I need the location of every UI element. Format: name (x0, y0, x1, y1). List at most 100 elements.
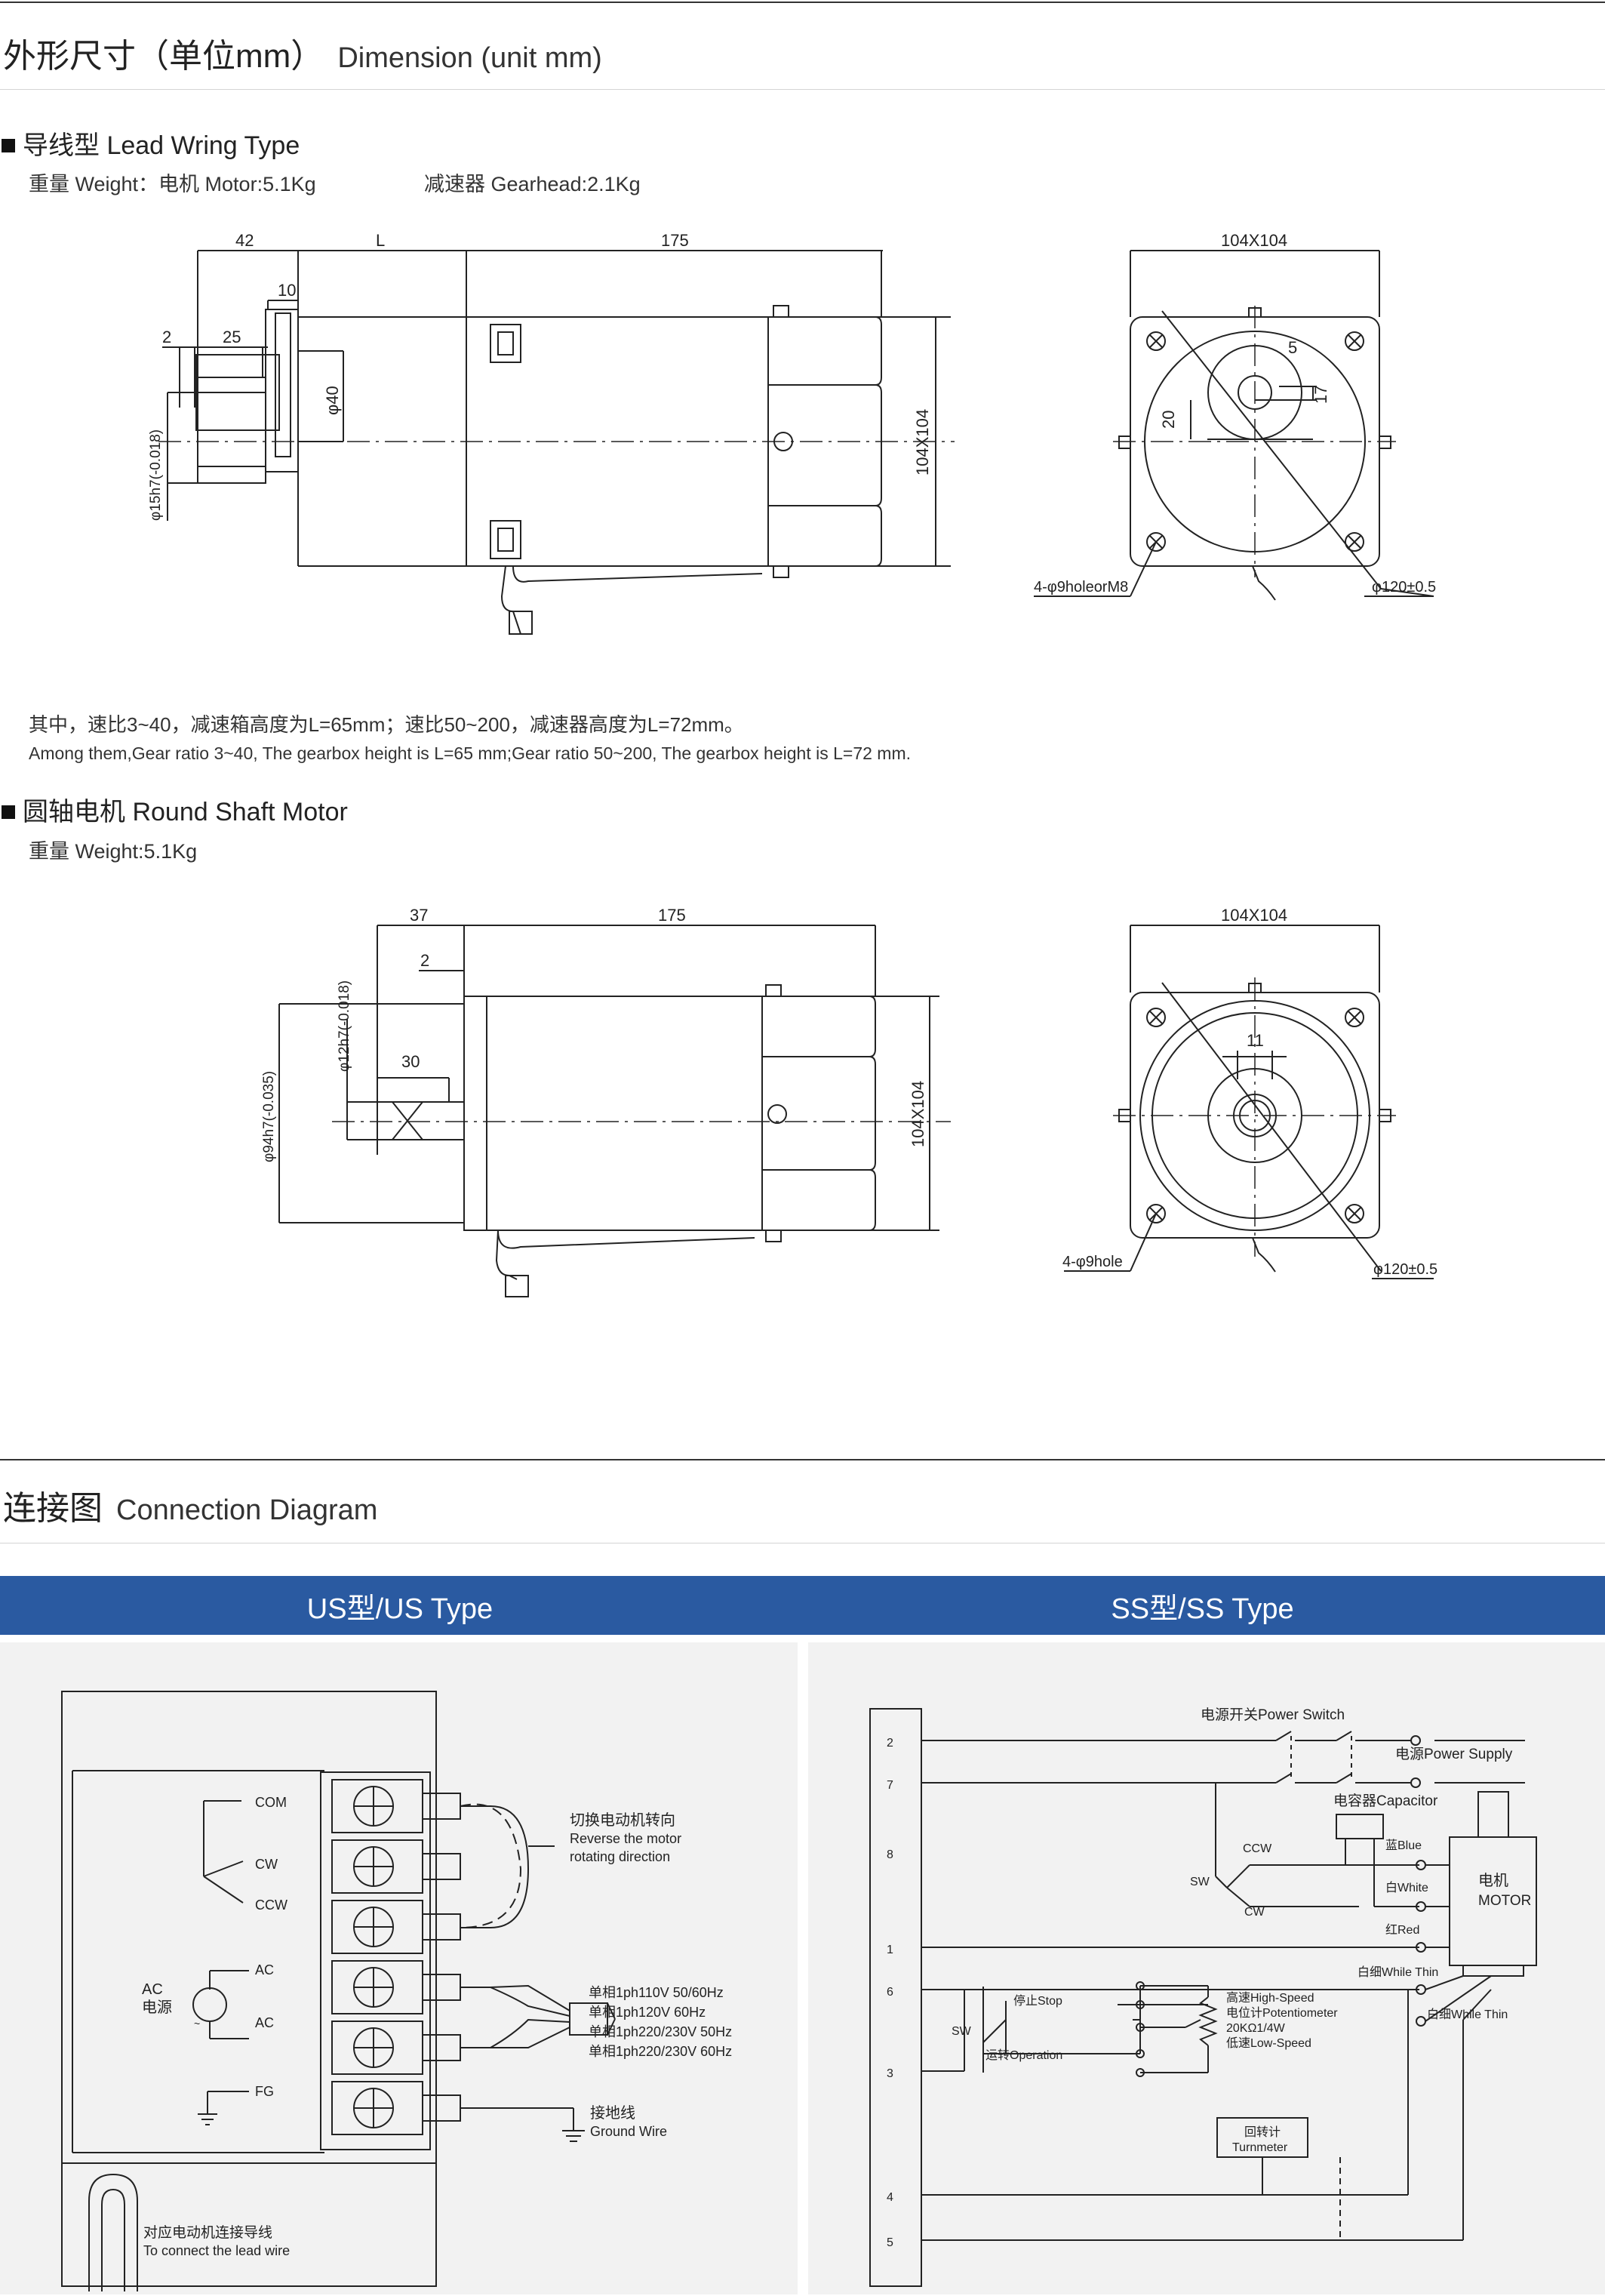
us-ac-power: AC (142, 1981, 163, 1998)
us-fg: FG (255, 2084, 274, 2099)
connection-title: 连接图 Connection Diagram (3, 1481, 377, 1529)
gear-note-en: Among them,Gear ratio 3~40, The gearbox … (29, 743, 912, 763)
round-dim-pcd: φ120±0.5 (1373, 1261, 1437, 1278)
ss-pin-1: 1 (887, 1944, 893, 1956)
ss-pin-3: 3 (887, 2067, 893, 2080)
ss-capacitor: 电容器Capacitor (1333, 1793, 1438, 1809)
us-cw: CW (255, 1857, 278, 1872)
ss-motor-cn: 电机 (1478, 1872, 1508, 1889)
ss-pin-2: 2 (887, 1737, 893, 1750)
dim-L: L (376, 231, 385, 250)
ss-white-thin-1: 白细While Thin (1357, 1965, 1438, 1979)
ss-white: 白White (1385, 1881, 1428, 1894)
us-lead-cn: 对应电动机连接导线 (143, 2224, 272, 2241)
round-weight: 重量 Weight:5.1Kg (29, 840, 198, 863)
us-ground-en: Ground Wire (590, 2124, 667, 2139)
top-rule (0, 2, 1605, 3)
us-ac-1: AC (255, 1962, 274, 1977)
ss-sw-2: SW (952, 2025, 972, 2038)
us-ac-2: AC (255, 2015, 274, 2030)
ss-type-band: SS型/SS Type (1111, 1593, 1294, 1625)
terminal-screws (331, 1779, 423, 2135)
gear-note-cn: 其中，速比3~40，减速箱高度为L=65mm；速比50~200，减速器高度为L=… (29, 713, 744, 736)
dim-20: 20 (1159, 411, 1178, 429)
ss-pot-3: 20KΩ1/4W (1226, 2022, 1286, 2035)
ss-pin-6: 6 (887, 1986, 893, 1999)
dim-hole: 4-φ9holeorM8 (1034, 579, 1128, 596)
us-reverse-en2: rotating direction (570, 1849, 670, 1864)
ss-cw: CW (1244, 1906, 1265, 1919)
ss-wiring-diagram: 2 7 8 1 6 3 4 5 电源开关Power Switch 电源Power… (869, 1707, 1537, 2287)
dimension-title: 外形尺寸（单位mm）Dimension (unit mm) (3, 29, 602, 77)
us-ccw: CCW (255, 1897, 287, 1913)
round-dim-104-vertical: 104X104 (909, 1081, 927, 1147)
round-dim-phi12: φ12h7(-0.018) (337, 980, 352, 1072)
us-wiring-diagram: COM CW CCW AC AC AC 电源 ~ FG 切换电动机转向 Reve… (61, 1691, 732, 2291)
us-type-band: US型/US Type (306, 1593, 493, 1625)
ss-sw-1: SW (1190, 1876, 1210, 1888)
ss-pin-5: 5 (887, 2236, 893, 2249)
us-voltage-3: 单相1ph220/230V 50Hz (589, 2024, 732, 2039)
us-reverse-cn: 切换电动机转向 (570, 1811, 675, 1829)
ss-pot-1: 高速High-Speed (1226, 1991, 1314, 2005)
ss-pot-4: 低速Low-Speed (1226, 2036, 1311, 2050)
us-com: COM (255, 1795, 287, 1810)
ss-white-thin-2: 白细While Thin (1427, 2008, 1508, 2021)
round-dim-2: 2 (420, 951, 429, 970)
ss-pin-4: 4 (887, 2191, 893, 2204)
round-shaft-title: 圆轴电机 Round Shaft Motor (2, 791, 348, 828)
ss-pin-7: 7 (887, 1779, 893, 1792)
ss-power-supply: 电源Power Supply (1395, 1746, 1513, 1762)
us-reverse-en1: Reverse the motor (570, 1831, 681, 1846)
round-dim-37: 37 (410, 906, 428, 925)
connection-title-cn: 连接图 (3, 1490, 103, 1527)
ss-blue: 蓝Blue (1385, 1839, 1422, 1852)
us-ground-cn: 接地线 (590, 2104, 635, 2122)
dim-phi15: φ15h7(-0.018) (148, 429, 164, 521)
us-voltage-4: 单相1ph220/230V 60Hz (589, 2044, 732, 2059)
dim-5: 5 (1288, 338, 1297, 357)
round-dim-phi94: φ94h7(-0.035) (261, 1071, 277, 1162)
dim-175: 175 (661, 231, 689, 250)
dimension-divider (0, 89, 1605, 90)
us-voltage-1: 单相1ph110V 50/60Hz (589, 1985, 724, 2000)
lead-weight-gear: 减速器 Gearhead:2.1Kg (424, 173, 641, 195)
bullet-square-icon (2, 805, 15, 819)
ss-pin-8: 8 (887, 1848, 893, 1861)
ss-turnmeter-en: Turnmeter (1232, 2141, 1288, 2154)
ss-red: 红Red (1385, 1923, 1419, 1937)
dim-104-horizontal: 104X104 (1221, 231, 1287, 250)
us-ac-power-cn: 电源 (142, 1999, 172, 2016)
ss-power-switch: 电源开关Power Switch (1201, 1707, 1345, 1723)
lead-type-title-text: 导线型 Lead Wring Type (23, 131, 300, 160)
ss-motor-en: MOTOR (1478, 1893, 1531, 1909)
round-shaft-drawings: 37 175 2 φ12h7(-0.018) 30 φ94h7(-0.035) … (261, 906, 1437, 1297)
dimension-title-en: Dimension (unit mm) (337, 42, 602, 74)
us-voltage-2: 单相1ph120V 60Hz (589, 2005, 706, 2020)
dim-17: 17 (1311, 386, 1330, 404)
connection-rule (0, 1459, 1605, 1460)
us-lead-en: To connect the lead wire (143, 2243, 290, 2258)
dim-10: 10 (278, 281, 296, 300)
type-band (0, 1576, 1605, 1635)
round-dim-11: 11 (1247, 1031, 1264, 1050)
us-panel (0, 1642, 798, 2294)
round-dim-175: 175 (658, 906, 686, 925)
lead-weight-motor: 重量 Weight：电机 Motor:5.1Kg (29, 173, 316, 195)
dim-104-vertical: 104X104 (913, 409, 932, 476)
ss-pot-2: 电位计Potentiometer (1226, 2006, 1338, 2020)
lead-type-title: 导线型 Lead Wring Type (2, 125, 300, 162)
round-shaft-title-text: 圆轴电机 Round Shaft Motor (23, 798, 348, 826)
ss-ccw: CCW (1243, 1842, 1272, 1855)
bullet-square-icon (2, 139, 15, 152)
dim-pcd: φ120±0.5 (1372, 579, 1436, 596)
ss-panel (808, 1642, 1605, 2294)
round-dim-30: 30 (401, 1052, 420, 1071)
ss-turnmeter-cn: 回转计 (1244, 2125, 1281, 2139)
lead-type-drawings: 42 L 175 10 2 25 φ40 φ15h7(-0.018) 104X1… (148, 231, 1436, 635)
connection-title-en: Connection Diagram (116, 1494, 378, 1526)
us-ac-tilde: ~ (194, 2017, 200, 2030)
round-dim-hole: 4-φ9hole (1062, 1254, 1123, 1270)
dim-2: 2 (162, 328, 171, 346)
ss-stop: 停止Stop (1013, 1994, 1062, 2008)
